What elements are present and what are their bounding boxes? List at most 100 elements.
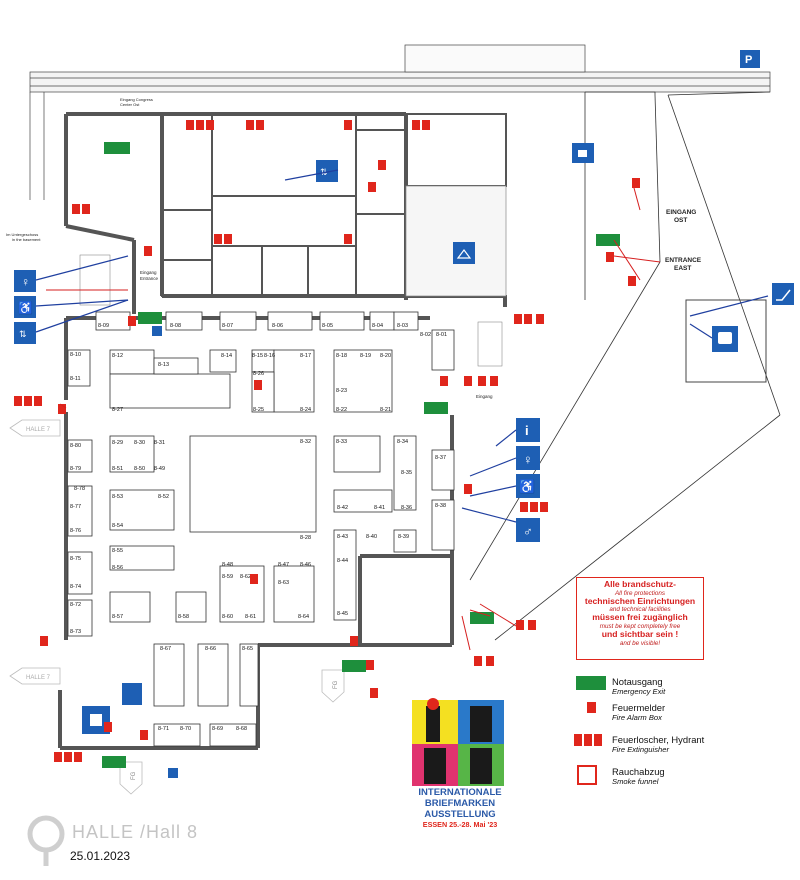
svg-text:8-72: 8-72 — [70, 602, 81, 608]
label-east: EAST — [674, 265, 691, 272]
svg-text:8-20: 8-20 — [380, 353, 391, 359]
legend-main: Feuerloscher, Hydrant — [612, 734, 705, 745]
svg-text:8-56: 8-56 — [112, 565, 123, 571]
halle7-arrows: HALLE 7 HALLE 7 FG FG — [9, 419, 345, 795]
svg-text:8-03: 8-03 — [397, 323, 408, 329]
ibra-line-1: INTERNATIONALE — [418, 787, 502, 798]
svg-text:8-60: 8-60 — [222, 614, 233, 620]
fire-safety-notice: Alle brandschutz- All fire protections t… — [576, 577, 704, 660]
svg-text:8-09: 8-09 — [98, 323, 109, 329]
svg-text:8-51: 8-51 — [112, 466, 123, 472]
svg-text:8-27: 8-27 — [112, 407, 123, 413]
svg-text:8-17: 8-17 — [300, 353, 311, 359]
svg-text:8-73: 8-73 — [70, 629, 81, 635]
svg-text:8-11: 8-11 — [70, 376, 81, 382]
women-toilet-east-icon — [516, 446, 540, 470]
east-facade — [469, 91, 781, 641]
fire-pointer-lines — [46, 187, 661, 651]
svg-text:8-42: 8-42 — [337, 505, 348, 511]
fire-extinguisher-icon — [574, 734, 582, 746]
label-fg-middle: FG — [333, 680, 339, 689]
wheelchair-icon — [14, 296, 36, 318]
svg-text:8-25: 8-25 — [253, 407, 264, 413]
first-aid-icon — [152, 326, 162, 336]
notice-line-7: und sichtbar sein ! — [601, 629, 679, 640]
women-toilet-icon — [14, 270, 36, 292]
svg-text:8-80: 8-80 — [70, 443, 81, 449]
svg-text:8-69: 8-69 — [212, 726, 223, 732]
svg-text:8-19: 8-19 — [360, 353, 371, 359]
smoke-funnel-icon — [577, 765, 597, 785]
notice-line-8: and be visible! — [619, 639, 661, 647]
svg-text:8-70: 8-70 — [180, 726, 191, 732]
svg-text:8-23: 8-23 — [336, 388, 347, 394]
fire-alarm-icon — [587, 702, 596, 713]
svg-text:8-64: 8-64 — [298, 614, 309, 620]
label-fg-bottom: FG — [131, 771, 137, 780]
svg-text:♀: ♀ — [523, 452, 533, 467]
svg-text:8-18: 8-18 — [336, 353, 347, 359]
ibra-line-2: BRIEFMARKEN — [424, 798, 496, 809]
legend-sub: Fire Extinguisher — [612, 745, 669, 754]
magnifier-icon — [27, 815, 65, 866]
svg-text:8-48: 8-48 — [222, 562, 233, 568]
svg-text:8-71: 8-71 — [158, 726, 169, 732]
information-icon — [516, 418, 540, 442]
phone-icon — [122, 683, 142, 705]
svg-text:8-43: 8-43 — [337, 534, 348, 540]
notice-line-5: müssen frei zugänglich — [592, 612, 688, 623]
ibra-logo — [412, 698, 504, 786]
svg-text:8-45: 8-45 — [337, 611, 348, 617]
map-labels: Eingang Congress Center Ost Eingang Entr… — [6, 97, 702, 399]
svg-text:8-29: 8-29 — [112, 440, 123, 446]
svg-text:8-33: 8-33 — [336, 439, 347, 445]
svg-text:8-41: 8-41 — [374, 505, 385, 511]
svg-text:8-38: 8-38 — [435, 503, 446, 509]
booths — [67, 311, 455, 747]
label-ost: OST — [674, 217, 687, 224]
fire-markers — [14, 120, 640, 762]
notice-line-6: must be kept completely free — [599, 622, 681, 630]
svg-text:8-04: 8-04 — [372, 323, 383, 329]
svg-text:8-50: 8-50 — [134, 466, 145, 472]
escalator-icon — [772, 283, 794, 305]
svg-text:8-58: 8-58 — [178, 614, 189, 620]
svg-text:8-62: 8-62 — [240, 574, 251, 580]
legend-sub: Fire Alarm Box — [612, 713, 662, 722]
legend-fire-alarm: Feuermelder Fire Alarm Box — [612, 702, 800, 722]
label-entrance-west-sub: Entrance — [140, 276, 159, 281]
svg-text:8-15: 8-15 — [252, 353, 263, 359]
pointer-lines — [35, 169, 769, 523]
first-aid-bottom-icon — [168, 768, 178, 778]
svg-text:8-63: 8-63 — [278, 580, 289, 586]
label-entrance-congress-sub: Center Ost — [120, 102, 140, 107]
svg-text:8-31: 8-31 — [154, 440, 165, 446]
emergency-exit-icon — [576, 676, 606, 690]
svg-text:⇅: ⇅ — [19, 329, 27, 339]
svg-text:8-12: 8-12 — [112, 353, 123, 359]
svg-text:i: i — [525, 423, 529, 438]
info-icons: P ⇅ ♀ ♿ ⇅ i ♀ ♿ ♂ — [14, 50, 794, 778]
legend-main: Feuermelder — [612, 702, 666, 713]
svg-text:8-35: 8-35 — [401, 470, 412, 476]
svg-text:8-49: 8-49 — [154, 466, 165, 472]
hall-title: HALLE /Hall 8 — [72, 822, 199, 842]
svg-text:8-67: 8-67 — [160, 646, 171, 652]
label-halle7-lower: HALLE 7 — [26, 675, 51, 681]
svg-text:8-75: 8-75 — [70, 556, 81, 562]
legend-fire-extinguisher: Feuerloscher, Hydrant Fire Extinguisher — [612, 734, 800, 754]
plan-date: 25.01.2023 — [70, 849, 131, 863]
svg-text:8-10: 8-10 — [70, 352, 81, 358]
svg-text:8-57: 8-57 — [112, 614, 123, 620]
booth-labels: 8-09 8-08 8-07 8-06 8-05 8-04 8-03 8-02 … — [70, 323, 447, 732]
label-halle7-upper: HALLE 7 — [26, 427, 51, 433]
svg-text:8-28: 8-28 — [300, 535, 311, 541]
svg-text:8-46: 8-46 — [300, 562, 311, 568]
notice-line-4: and technical facilities — [609, 606, 671, 614]
svg-text:8-14: 8-14 — [221, 353, 232, 359]
label-im-untergeschoss-sub: in the basement — [12, 237, 41, 242]
legend-main: Notausgang — [612, 676, 663, 687]
legend-emergency-exit: Notausgang Emergency Exit — [612, 676, 800, 696]
elevator-west-icon — [14, 322, 36, 344]
